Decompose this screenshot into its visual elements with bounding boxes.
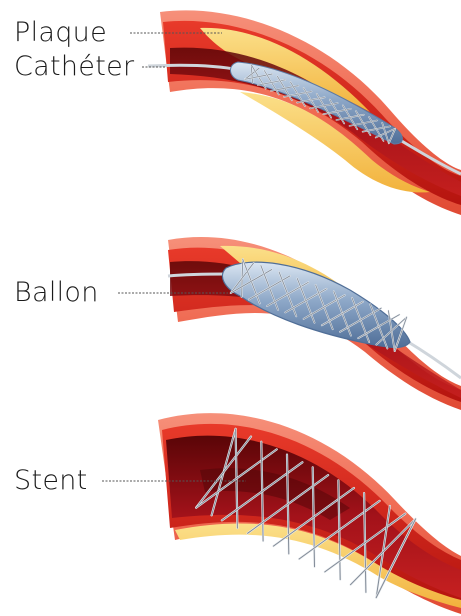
- artery-panel-stent: [158, 413, 461, 614]
- catheter-label: Cathéter: [14, 53, 134, 80]
- plaque-label: Plaque: [14, 19, 107, 46]
- artery-panel-plaque: [148, 10, 461, 215]
- ballon-label: Ballon: [14, 279, 99, 306]
- stent-label: Stent: [14, 467, 88, 494]
- artery-panel-ballon: [168, 237, 461, 410]
